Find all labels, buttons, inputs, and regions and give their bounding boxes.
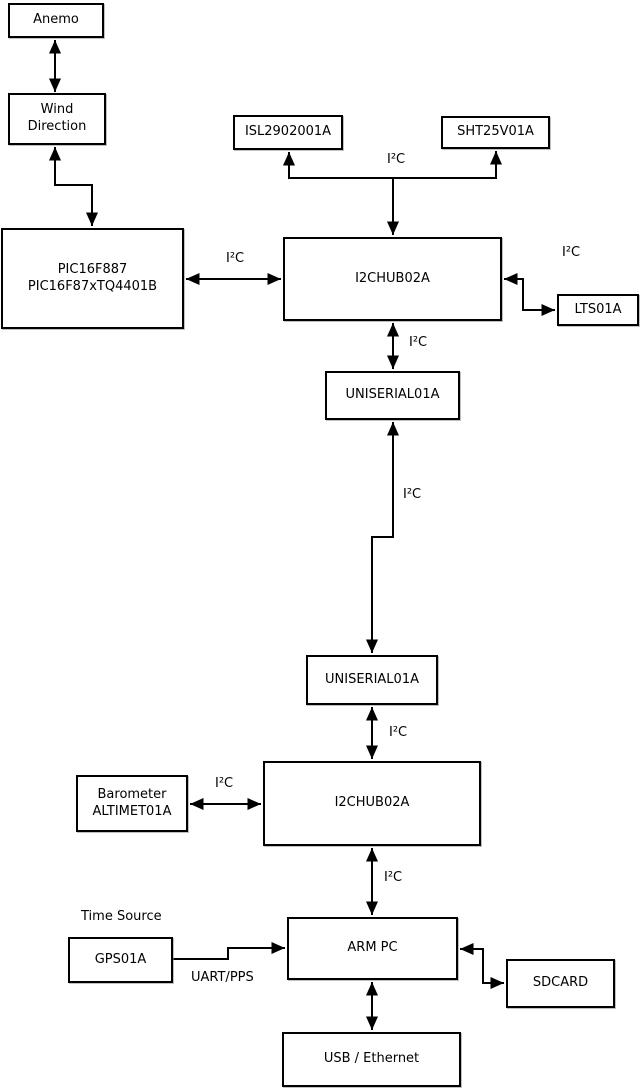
node-label-wind-direction: Wind Direction [27, 102, 87, 134]
edge-armpc-sdcard [460, 943, 504, 989]
node-barometer: Barometer ALTIMET01A [76, 775, 188, 832]
node-i2chub-2: I2CHUB02A [263, 761, 481, 846]
label-i2c-uniserial-link: I²C [403, 487, 422, 502]
node-label-gps: GPS01A [94, 951, 147, 967]
label-uart-pps: UART/PPS [191, 970, 254, 985]
node-sdcard: SDCARD [506, 959, 615, 1008]
label-time-source: Time Source [81, 909, 162, 924]
node-label-barometer: Barometer ALTIMET01A [92, 786, 172, 819]
node-label-sht: SHT25V01A [457, 124, 534, 140]
edge-i2chub1-lts [504, 273, 555, 316]
label-i2c-uniserial2-hub2: I²C [389, 725, 408, 740]
edge-isl-sht-bus [283, 151, 502, 179]
node-label-i2chub-1: I2CHUB02A [355, 270, 430, 286]
node-gps: GPS01A [68, 937, 173, 983]
node-isl: ISL2902001A [233, 115, 343, 150]
node-label-sdcard: SDCARD [532, 975, 589, 991]
node-label-uniserial-1: UNISERIAL01A [345, 387, 440, 403]
node-label-arm-pc: ARM PC [347, 940, 398, 956]
node-label-pic: PIC16F887 PIC16F87xTQ4401B [27, 261, 158, 294]
node-wind-direction: Wind Direction [8, 93, 106, 145]
edge-uniserial1-uniserial2 [366, 422, 399, 653]
node-pic: PIC16F887 PIC16F87xTQ4401B [1, 228, 184, 329]
node-arm-pc: ARM PC [287, 917, 458, 980]
node-sht: SHT25V01A [441, 116, 550, 149]
node-lts: LTS01A [557, 294, 639, 326]
label-i2c-hub2-armpc: I²C [384, 870, 403, 885]
node-label-lts: LTS01A [574, 301, 622, 317]
label-i2c-pic-hub1: I²C [226, 251, 245, 266]
node-anemo: Anemo [8, 3, 104, 38]
label-i2c-hub1-uniserial1: I²C [409, 335, 428, 350]
edge-gps-armpc [173, 942, 285, 960]
node-label-i2chub-2: I2CHUB02A [334, 795, 410, 811]
node-usb-ethernet: USB / Ethernet [282, 1032, 461, 1087]
label-i2c-barometer-hub2: I²C [215, 776, 234, 791]
node-label-uniserial-2: UNISERIAL01A [325, 671, 419, 687]
node-i2chub-1: I2CHUB02A [283, 237, 502, 321]
label-i2c-hub1-lts: I²C [562, 245, 581, 260]
node-label-usb-ethernet: USB / Ethernet [323, 1051, 420, 1067]
node-label-isl: ISL2902001A [244, 124, 332, 140]
node-label-anemo: Anemo [33, 12, 79, 28]
label-i2c-sensor-bus: I²C [387, 152, 406, 167]
node-uniserial-2: UNISERIAL01A [306, 655, 438, 705]
edge-wind-direction-pic [49, 147, 98, 226]
node-uniserial-1: UNISERIAL01A [325, 371, 460, 420]
